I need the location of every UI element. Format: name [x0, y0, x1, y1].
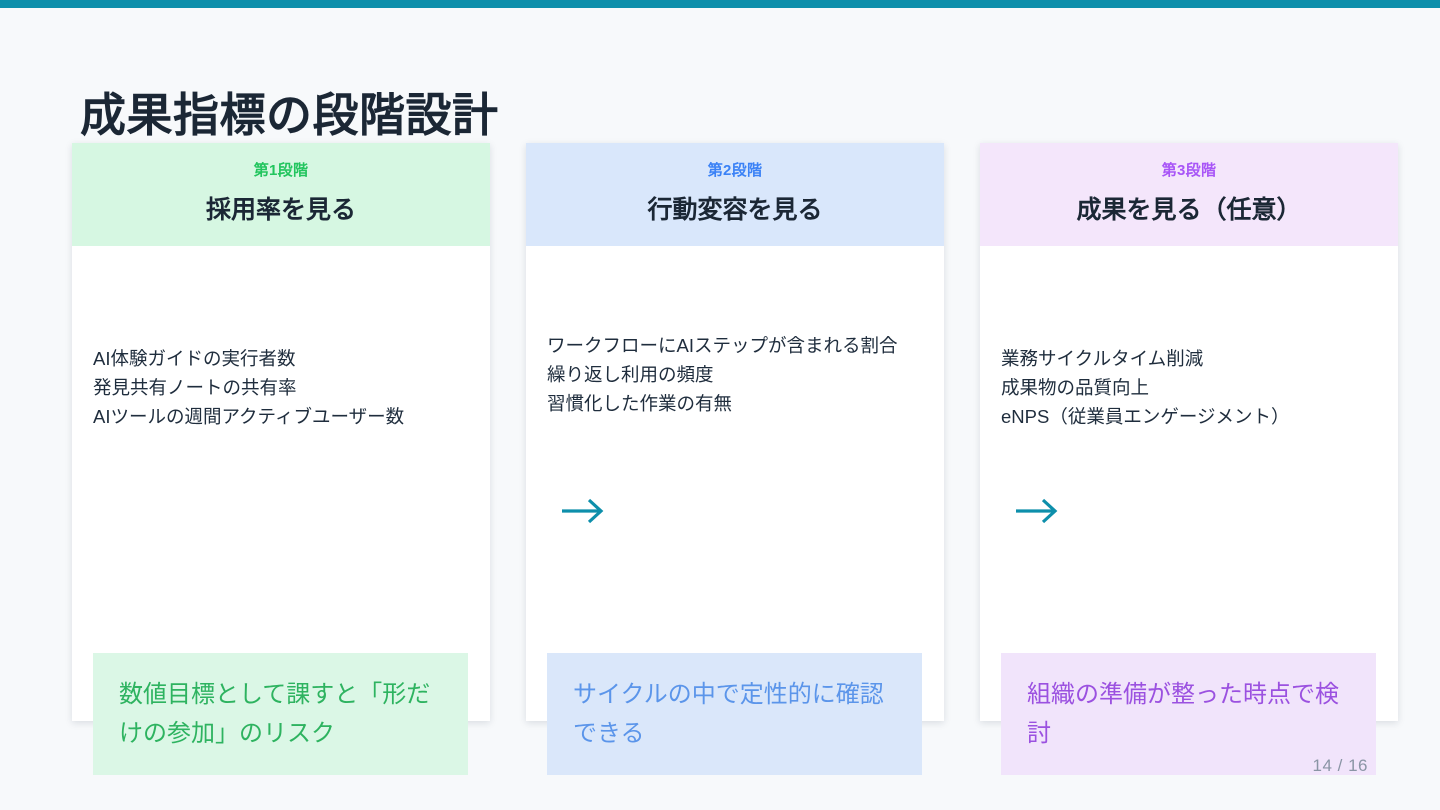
page-title: 成果指標の段階設計 [80, 88, 499, 141]
metric-item: 業務サイクルタイム削減 [1001, 348, 1204, 369]
stage-card-2-note: サイクルの中で定性的に確認できる [547, 653, 922, 775]
stage-card-2-body: ワークフローにAIステップが含まれる割合 繰り返し利用の頻度 習慣化した作業の有… [526, 246, 944, 775]
top-accent-bar [0, 0, 1440, 8]
stage-card-3-header: 第3段階 成果を見る（任意） [980, 143, 1398, 246]
arrow-right-icon [1016, 495, 1062, 527]
stage-card-2-stage-label: 第2段階 [707, 162, 763, 179]
metric-item: 繰り返し利用の頻度 [547, 364, 714, 385]
metric-item: AI体験ガイドの実行者数 [93, 348, 296, 369]
stage-card-1-metrics: AI体験ガイドの実行者数 発見共有ノートの共有率 AIツールの週間アクティブユー… [93, 344, 469, 431]
stage-card-1[interactable]: 第1段階 採用率を見る AI体験ガイドの実行者数 発見共有ノートの共有率 AIツ… [72, 143, 490, 775]
stage-card-1-title: 採用率を見る [205, 196, 356, 224]
stage-card-3-metrics: 業務サイクルタイム削減 成果物の品質向上 eNPS（従業員エンゲージメント） [1001, 344, 1377, 431]
stage-card-1-note: 数値目標として課すと「形だけの参加」のリスク [93, 653, 468, 775]
metric-item: 習慣化した作業の有無 [547, 393, 733, 414]
stage-card-3-note: 組織の準備が整った時点で検討 [1001, 653, 1376, 775]
arrow-right-icon [562, 495, 608, 527]
stage-card-2-header: 第2段階 行動変容を見る [526, 143, 944, 246]
metric-item: ワークフローにAIステップが含まれる割合 [547, 335, 898, 356]
metric-item: 成果物の品質向上 [1001, 377, 1150, 398]
metric-item: 発見共有ノートの共有率 [93, 377, 297, 398]
stage-card-2-metrics: ワークフローにAIステップが含まれる割合 繰り返し利用の頻度 習慣化した作業の有… [547, 331, 923, 418]
metric-item: eNPS（従業員エンゲージメント） [1001, 406, 1290, 427]
metric-item: AIツールの週間アクティブユーザー数 [93, 406, 405, 427]
stage-card-2[interactable]: 第2段階 行動変容を見る ワークフローにAIステップが含まれる割合 繰り返し利用… [526, 143, 944, 775]
stage-cards-row: 第1段階 採用率を見る AI体験ガイドの実行者数 発見共有ノートの共有率 AIツ… [72, 143, 1398, 775]
stage-card-3[interactable]: 第3段階 成果を見る（任意） 業務サイクルタイム削減 成果物の品質向上 eNPS… [980, 143, 1398, 775]
page-indicator: 14 / 16 [1312, 756, 1368, 775]
stage-card-3-stage-label: 第3段階 [1161, 162, 1217, 179]
stage-card-3-body: 業務サイクルタイム削減 成果物の品質向上 eNPS（従業員エンゲージメント） 組… [980, 246, 1398, 775]
stage-card-2-title: 行動変容を見る [647, 196, 823, 224]
stage-card-1-stage-label: 第1段階 [253, 162, 309, 179]
stage-card-1-body: AI体験ガイドの実行者数 発見共有ノートの共有率 AIツールの週間アクティブユー… [72, 246, 490, 775]
stage-card-1-header: 第1段階 採用率を見る [72, 143, 490, 246]
stage-card-3-title: 成果を見る（任意） [1076, 196, 1302, 224]
